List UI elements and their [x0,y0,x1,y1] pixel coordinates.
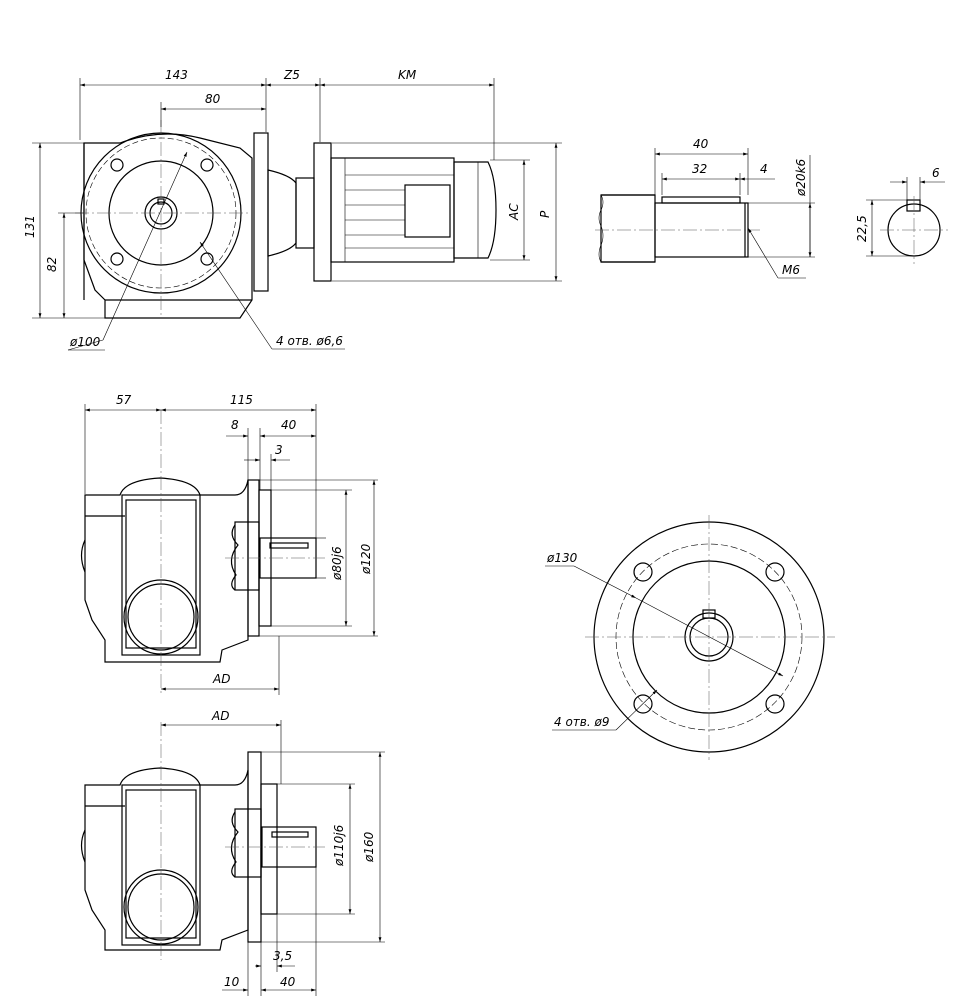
dim-dia100: ø100 [69,335,101,349]
dim-km: KM [398,68,417,82]
dim-115: 115 [230,393,253,407]
dim-z5: Z5 [283,68,300,82]
top-view-gear-motor: 143 Z5 KM 80 131 82 AC P ø100 4 отв. ø6,… [23,68,562,351]
side-housing [84,477,249,663]
dim-p: P [538,210,552,218]
flange-front-view: ø130 4 отв. ø9 [545,515,835,760]
bolt-hole-br [200,252,214,266]
dim-key-225: 22,5 [855,215,869,242]
dim-key-6: 6 [932,166,940,180]
bottom-housing [84,767,249,951]
side-view-flange-80: 57 115 8 40 3 ø120 ø80j6 AD [80,393,378,695]
shaft-detail: 40 32 4 ø20k6 M6 6 22,5 [595,137,948,279]
flange-hole-tr [765,562,785,582]
dim-holes-66: 4 отв. ø6,6 [276,334,343,348]
dim-dia130: ø130 [546,551,578,565]
dim-shaft-dia: ø20k6 [794,158,808,197]
dim-bot-10: 10 [224,975,240,989]
bolt-hole-bl [110,252,124,266]
dim-120: ø120 [359,543,373,575]
dim-bot-ad: AD [211,709,229,723]
dim-shaft-40: 40 [693,137,709,151]
bolt-hole-tl [110,158,124,172]
dim-shaft-4: 4 [760,162,768,176]
flange-hole-bl [633,694,653,714]
dim-35: 3,5 [273,949,292,963]
dim-ac: AC [507,203,521,221]
motor-body [330,157,455,263]
dim-143: 143 [165,68,188,82]
dim-82: 82 [45,257,59,272]
dim-131: 131 [23,215,37,238]
side-view-flange-110: AD ø110j6 ø160 3,5 10 40 [80,709,385,996]
dim-3: 3 [275,443,283,457]
dim-mid-ad: AD [212,672,230,686]
dim-80j6: ø80j6 [330,546,344,581]
dim-shaft-m6: M6 [782,263,800,277]
dim-160: ø160 [362,831,376,863]
bolt-hole-tr [200,158,214,172]
dim-shaft-32: 32 [692,162,707,176]
dim-110j6: ø110j6 [332,824,346,867]
flange-hole-br [765,694,785,714]
dim-flange-holes: 4 отв. ø9 [554,715,609,729]
dim-80: 80 [205,92,221,106]
gearbox-housing [83,133,253,319]
dim-8: 8 [231,418,239,432]
dim-57: 57 [116,393,132,407]
dim-mid-40: 40 [281,418,297,432]
dim-bot-40: 40 [280,975,296,989]
flange-hole-tl [633,562,653,582]
